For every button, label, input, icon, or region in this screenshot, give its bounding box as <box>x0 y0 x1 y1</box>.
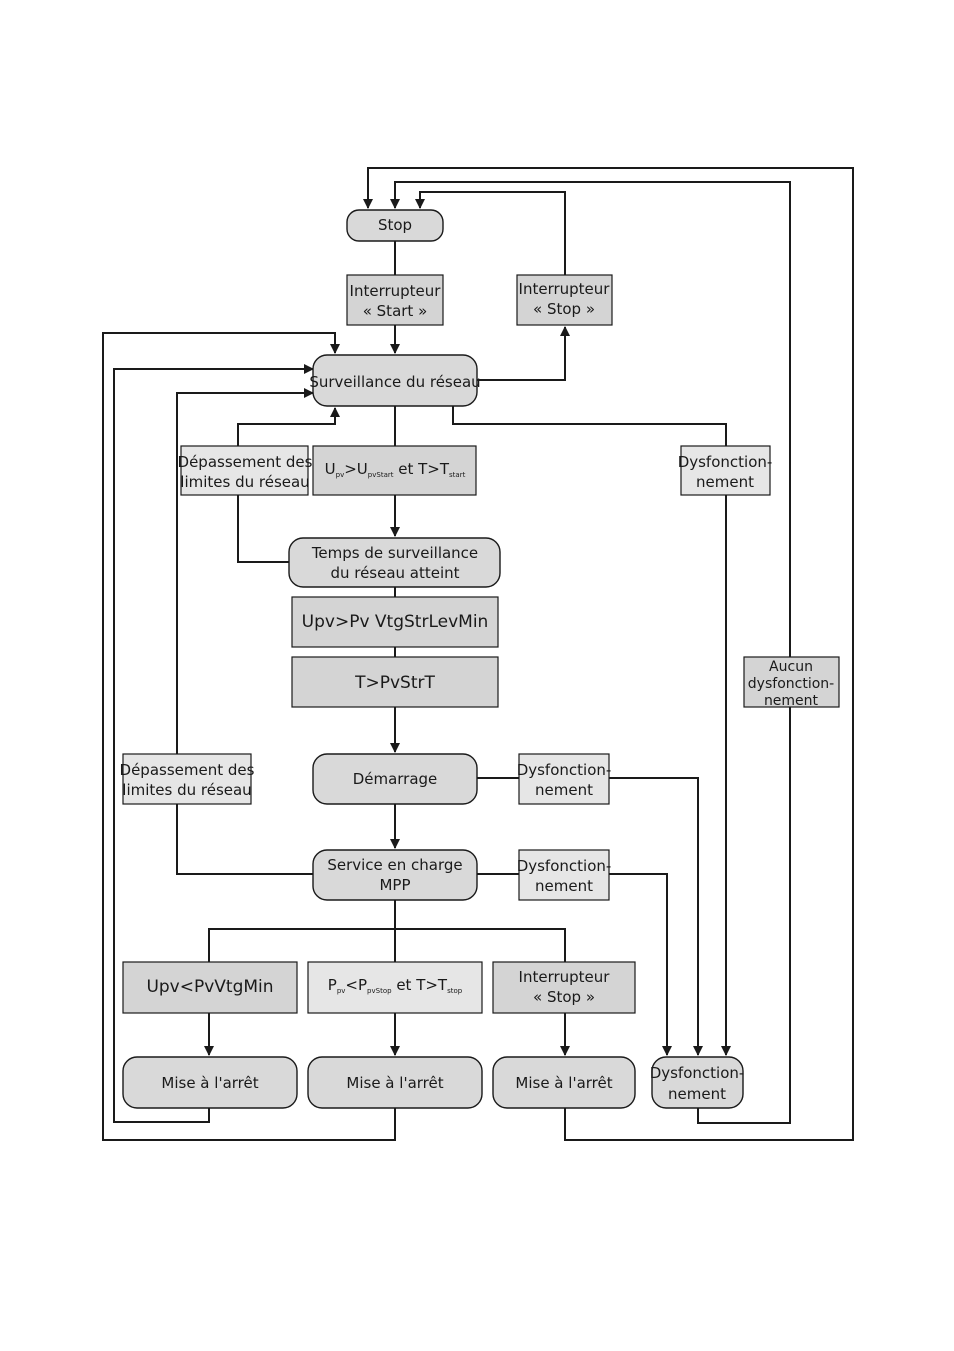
condition-malfunction-3-line1: Dysfonction- <box>517 857 612 875</box>
connector-shutdown2-to-monitoring <box>102 332 396 1141</box>
condition-switch-start-line2: « Start » <box>363 302 428 320</box>
connector-monitoring-to-stop-switch <box>477 326 570 381</box>
connector-mpp-limits-to-monitoring <box>176 388 314 875</box>
connector-malfunction-to-stop <box>390 181 791 1124</box>
condition-malfunction-3-line2: nement <box>535 877 593 895</box>
connector-shutdown3-to-stop <box>363 167 854 1141</box>
condition-switch-start: Interrupteur « Start » <box>346 274 444 326</box>
condition-malfunction-1-line2: nement <box>696 473 754 491</box>
condition-ppv-stop: Ppv<PpvStop et T>Tstop <box>307 961 483 1014</box>
condition-grid-limits-2-line1: Dépassement des <box>120 761 255 779</box>
condition-upv-min-label: Upv<PvVtgMin <box>146 977 273 997</box>
state-mpp-line2: MPP <box>379 876 410 894</box>
condition-switch-stop-bottom: Interrupteur « Stop » <box>492 961 636 1014</box>
state-stop: Stop <box>346 209 444 242</box>
state-grid-monitoring-label: Surveillance du réseau <box>309 373 480 391</box>
state-shutdown-2-label: Mise à l'arrêt <box>346 1074 443 1092</box>
state-startup: Démarrage <box>312 753 478 805</box>
condition-malfunction-1: Dysfonction- nement <box>678 445 773 496</box>
condition-grid-limits-1: Dépassement des limites du réseau <box>178 445 313 496</box>
state-malfunction-line1: Dysfonction- <box>650 1064 745 1082</box>
condition-upv-start-text: Upv>UpvStart et T>Tstart <box>325 460 466 479</box>
connector-monitoring-to-malfunction <box>452 406 731 1056</box>
condition-t-pvstrt: T>PvStrT <box>291 656 499 708</box>
state-monitoring-time-line1: Temps de surveillance <box>311 544 478 562</box>
connector-switch-stop-to-stop <box>415 191 566 275</box>
state-shutdown-1-label: Mise à l'arrêt <box>161 1074 258 1092</box>
condition-no-malfunction: Aucun dysfonction- nement <box>743 656 840 709</box>
condition-malfunction-3: Dysfonction- nement <box>517 849 612 901</box>
condition-t-pvstrt-label: T>PvStrT <box>354 673 435 693</box>
condition-upv-start: Upv>UpvStart et T>Tstart <box>312 445 477 496</box>
condition-grid-limits-2-line2: limites du réseau <box>122 781 251 799</box>
condition-no-malfunction-line3: nement <box>764 693 819 709</box>
condition-no-malfunction-line2: dysfonction- <box>748 676 834 692</box>
state-grid-monitoring: Surveillance du réseau <box>309 354 481 407</box>
condition-switch-start-line1: Interrupteur <box>350 282 442 300</box>
condition-switch-stop-top: Interrupteur « Stop » <box>516 274 613 326</box>
condition-no-malfunction-line1: Aucun <box>769 659 813 675</box>
condition-grid-limits-1-line1: Dépassement des <box>178 453 313 471</box>
state-monitoring-time-line2: du réseau atteint <box>330 564 459 582</box>
condition-ppv-stop-text: Ppv<PpvStop et T>Tstop <box>328 976 463 995</box>
condition-switch-stop-bottom-line1: Interrupteur <box>519 968 611 986</box>
state-monitoring-time: Temps de surveillance du réseau atteint <box>288 537 501 588</box>
condition-grid-limits-2: Dépassement des limites du réseau <box>120 753 255 805</box>
connector-shutdown1-to-monitoring <box>113 364 314 1123</box>
condition-malfunction-2: Dysfonction- nement <box>517 753 612 805</box>
state-startup-label: Démarrage <box>353 770 438 788</box>
connector-monitoring-time-limits-to-monitoring <box>237 407 340 563</box>
condition-malfunction-1-line1: Dysfonction- <box>678 453 773 471</box>
state-mpp: Service en charge MPP <box>312 849 478 901</box>
state-stop-label: Stop <box>378 216 412 234</box>
condition-switch-stop-bottom-line2: « Stop » <box>533 988 595 1006</box>
state-malfunction-line2: nement <box>668 1085 726 1103</box>
condition-switch-stop-top-line2: « Stop » <box>533 300 595 318</box>
condition-switch-stop-top-line1: Interrupteur <box>519 280 611 298</box>
condition-malfunction-2-line2: nement <box>535 781 593 799</box>
condition-grid-limits-1-line2: limites du réseau <box>180 473 309 491</box>
state-shutdown-3-label: Mise à l'arrêt <box>515 1074 612 1092</box>
condition-upv-vtgstrlevmin-label: Upv>Pv VtgStrLevMin <box>302 612 489 632</box>
state-mpp-line1: Service en charge <box>327 856 462 874</box>
connector-branch-bar <box>208 928 566 962</box>
state-shutdown-2: Mise à l'arrêt <box>307 1056 483 1109</box>
condition-malfunction-2-line1: Dysfonction- <box>517 761 612 779</box>
state-shutdown-3: Mise à l'arrêt <box>492 1056 636 1109</box>
state-malfunction: Dysfonction- nement <box>650 1056 745 1109</box>
state-shutdown-1: Mise à l'arrêt <box>122 1056 298 1109</box>
condition-upv-min: Upv<PvVtgMin <box>122 961 298 1014</box>
condition-upv-vtgstrlevmin: Upv>Pv VtgStrLevMin <box>291 596 499 648</box>
